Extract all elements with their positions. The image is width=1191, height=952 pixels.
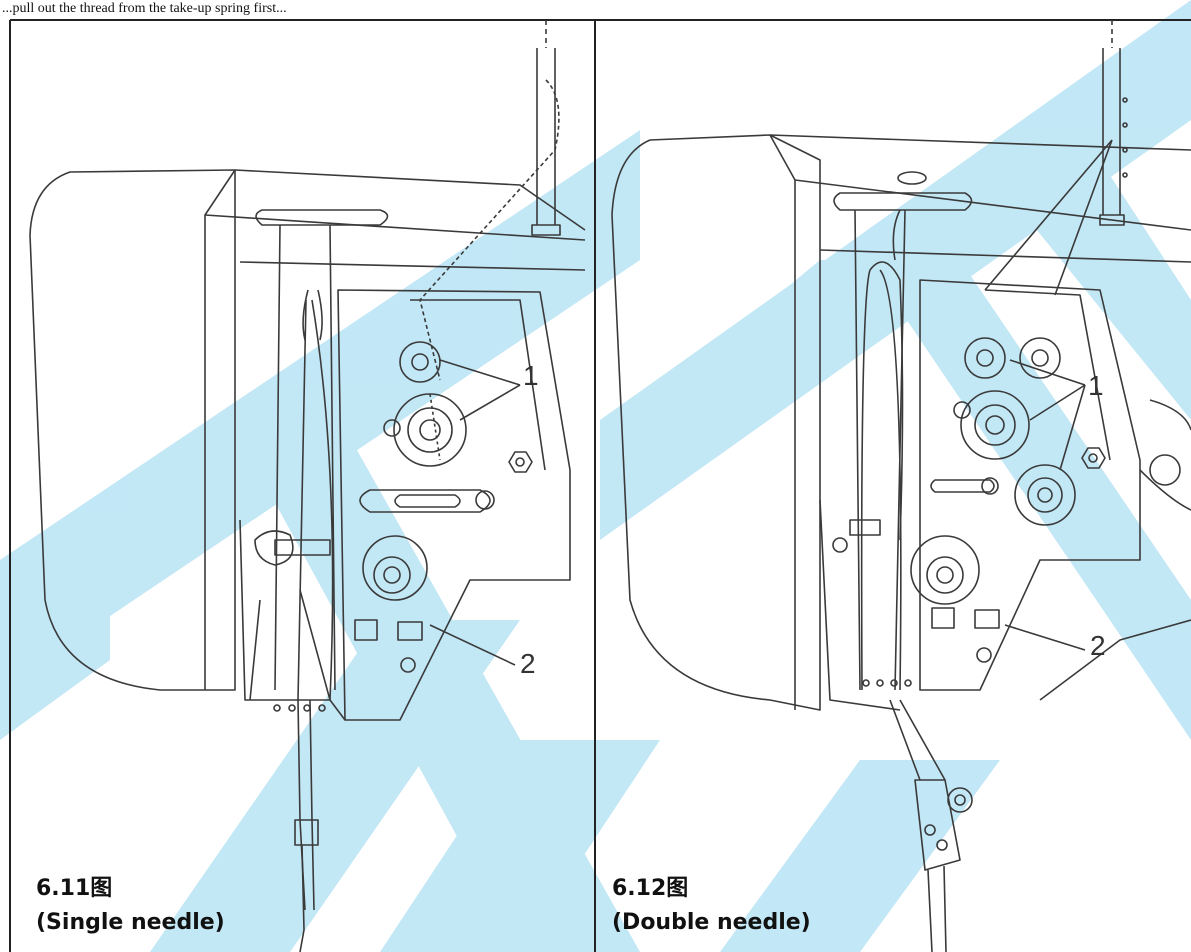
callout-1-left: 1 bbox=[523, 360, 539, 391]
panel-label-double: 6.12图 (Double needle) bbox=[612, 872, 811, 940]
double-needle-machine bbox=[611, 20, 1191, 952]
figure-subtitle: (Double needle) bbox=[612, 910, 811, 935]
figure-number: 6.11图 bbox=[36, 876, 113, 901]
figure-number: 6.12图 bbox=[612, 876, 689, 901]
callout-2-right: 2 bbox=[1090, 630, 1106, 661]
panel-label-single: 6.11图 (Single needle) bbox=[36, 872, 225, 940]
top-caption: ...pull out the thread from the take-up … bbox=[2, 1, 287, 16]
single-needle-machine bbox=[29, 20, 586, 952]
figure-subtitle: (Single needle) bbox=[36, 910, 225, 935]
callout-2-left: 2 bbox=[520, 648, 536, 679]
panel-frame bbox=[9, 19, 1191, 952]
callout-1-right: 1 bbox=[1088, 370, 1104, 401]
